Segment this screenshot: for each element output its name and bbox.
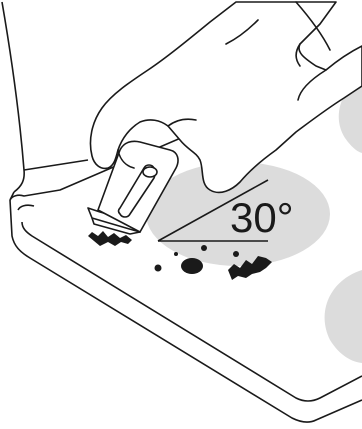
angle-label: 30° (230, 194, 294, 241)
residue-spot-4 (174, 252, 178, 256)
residue-spot-3 (233, 251, 239, 257)
scraper-slider-knob (143, 167, 157, 177)
cooking-zone-bottom-right (325, 270, 362, 363)
residue-spot-2 (201, 245, 207, 251)
residue-spot-large (181, 258, 203, 274)
residue-spot-1 (155, 265, 162, 272)
